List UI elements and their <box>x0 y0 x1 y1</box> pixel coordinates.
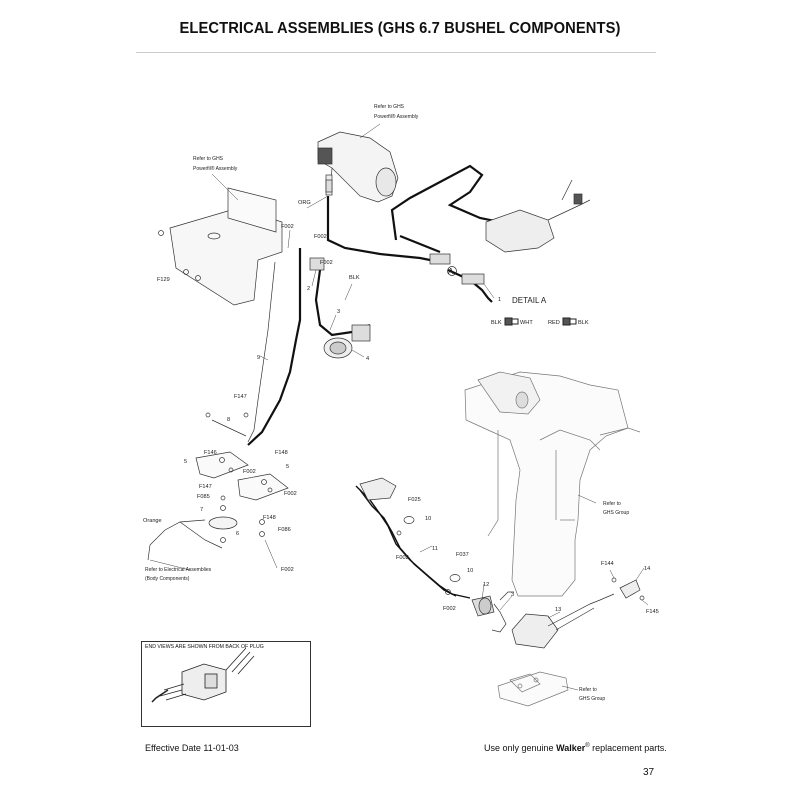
detail-marker-circle <box>447 266 457 276</box>
disc-drawing <box>208 495 265 543</box>
note-ref-electrical-2: (Body Components) <box>145 576 190 582</box>
label-part-2: 2 <box>307 286 310 292</box>
label-f002-e: F002 <box>284 491 297 497</box>
title-rule <box>136 52 656 53</box>
detail-a-title: DETAIL A <box>512 296 547 305</box>
note-ref-electrical: Refer to Electrical Assemblies <box>145 567 212 573</box>
label-f147-b: F147 <box>199 484 212 490</box>
wire-9-thin <box>205 261 276 443</box>
note-ref-ghs-group-1-2: GHS Group <box>603 510 629 516</box>
note-ref-powerfil-left-2: Powerfil® Assembly <box>193 165 238 172</box>
label-f085: F085 <box>197 494 210 500</box>
bracket-14-drawing <box>611 577 645 601</box>
label-blk: BLK <box>349 275 360 281</box>
label-f002-h: F002 <box>443 606 456 612</box>
genuine-post: replacement parts. <box>589 743 667 753</box>
label-part-5a: 5 <box>184 459 187 465</box>
label-orange: Orange <box>143 518 162 524</box>
label-f145: F145 <box>646 609 659 615</box>
detail-a-connectors <box>504 317 577 326</box>
page-title: ELECTRICAL ASSEMBLIES (GHS 6.7 BUSHEL CO… <box>179 20 621 37</box>
label-part-10b: 10 <box>467 568 473 574</box>
label-part-14: 14 <box>644 566 650 572</box>
label-f037: F037 <box>456 552 469 558</box>
label-part-5b: 5 <box>286 464 289 470</box>
label-f144: F144 <box>601 561 614 567</box>
detail-blk-2: BLK <box>578 320 589 326</box>
label-part-10a: 10 <box>425 516 431 522</box>
label-part-12: 12 <box>483 582 489 588</box>
leader-lines <box>149 123 649 691</box>
label-f002-b: F002 <box>314 234 327 240</box>
label-f146: F146 <box>204 450 217 456</box>
label-org: ORG <box>298 200 311 206</box>
brand-name: Walker <box>556 743 586 753</box>
lower-plate-drawing <box>497 671 569 707</box>
label-f148-b: F148 <box>263 515 276 521</box>
label-part-3a: 3 <box>337 309 340 315</box>
label-part-13: 13 <box>555 607 561 613</box>
note-ref-powerfil-top: Refer to GHS <box>374 104 405 110</box>
connectors-drawing <box>309 179 485 342</box>
note-ref-powerfil-left: Refer to GHS <box>193 156 224 162</box>
genuine-pre: Use only genuine <box>484 743 557 753</box>
label-f002-c: F002 <box>320 260 333 266</box>
switch-assembly-drawing <box>323 337 353 359</box>
bracket-plate-drawing <box>158 187 283 306</box>
note-ref-powerfil-top-2: Powerfil® Assembly <box>374 113 419 120</box>
orange-wire <box>147 519 223 561</box>
label-f002-a: F002 <box>281 224 294 230</box>
label-part-6: 6 <box>236 531 239 537</box>
label-part-8: 8 <box>227 417 230 423</box>
actuator-drawing <box>485 179 591 253</box>
detail-blk: BLK <box>491 320 502 326</box>
effective-date: Effective Date 11-01-03 <box>145 743 239 753</box>
detail-marker-a: A <box>448 267 454 276</box>
label-part-4: 4 <box>366 356 369 362</box>
page-number: 37 <box>643 767 655 778</box>
label-f002-g: F002 <box>396 555 409 561</box>
genuine-parts-note: Use only genuine Walker® replacement par… <box>484 743 667 753</box>
label-part-11: 11 <box>432 546 438 552</box>
switch-box-drawing <box>359 477 397 501</box>
diagram-labels: Refer to GHS Powerfil® Assembly Refer to… <box>143 104 659 702</box>
label-f002-d: F002 <box>243 469 256 475</box>
plug-connector-drawing <box>471 591 514 633</box>
note-ref-ghs-group-2: Refer to <box>579 687 597 693</box>
label-part-3b: 3 <box>511 592 514 598</box>
control-box-drawing <box>511 593 615 649</box>
label-f148-a: F148 <box>275 450 288 456</box>
label-f086: F086 <box>278 527 291 533</box>
note-ref-ghs-group-1: Refer to <box>603 501 621 507</box>
mount-brackets-drawing <box>195 451 289 501</box>
label-part-7: 7 <box>200 507 203 513</box>
grommets-drawing <box>396 516 461 595</box>
label-part-1: 1 <box>498 297 501 303</box>
label-f025: F025 <box>408 497 421 503</box>
label-f129: F129 <box>157 277 170 283</box>
detail-wht: WHT <box>520 320 533 326</box>
note-ref-ghs-group-2-2: GHS Group <box>579 696 605 702</box>
end-view-note: END VIEWS ARE SHOWN FROM BACK OF PLUG <box>145 644 264 650</box>
label-part-9: 9 <box>257 355 260 361</box>
ghs-machine-drawing <box>464 371 641 597</box>
end-view-note-box: END VIEWS ARE SHOWN FROM BACK OF PLUG <box>141 641 311 727</box>
end-view-plug-drawing <box>151 647 255 703</box>
label-f147-a: F147 <box>234 394 247 400</box>
registered-mark: ® <box>585 743 590 749</box>
label-f002-f: F002 <box>281 567 294 573</box>
detail-red: RED <box>548 320 560 326</box>
